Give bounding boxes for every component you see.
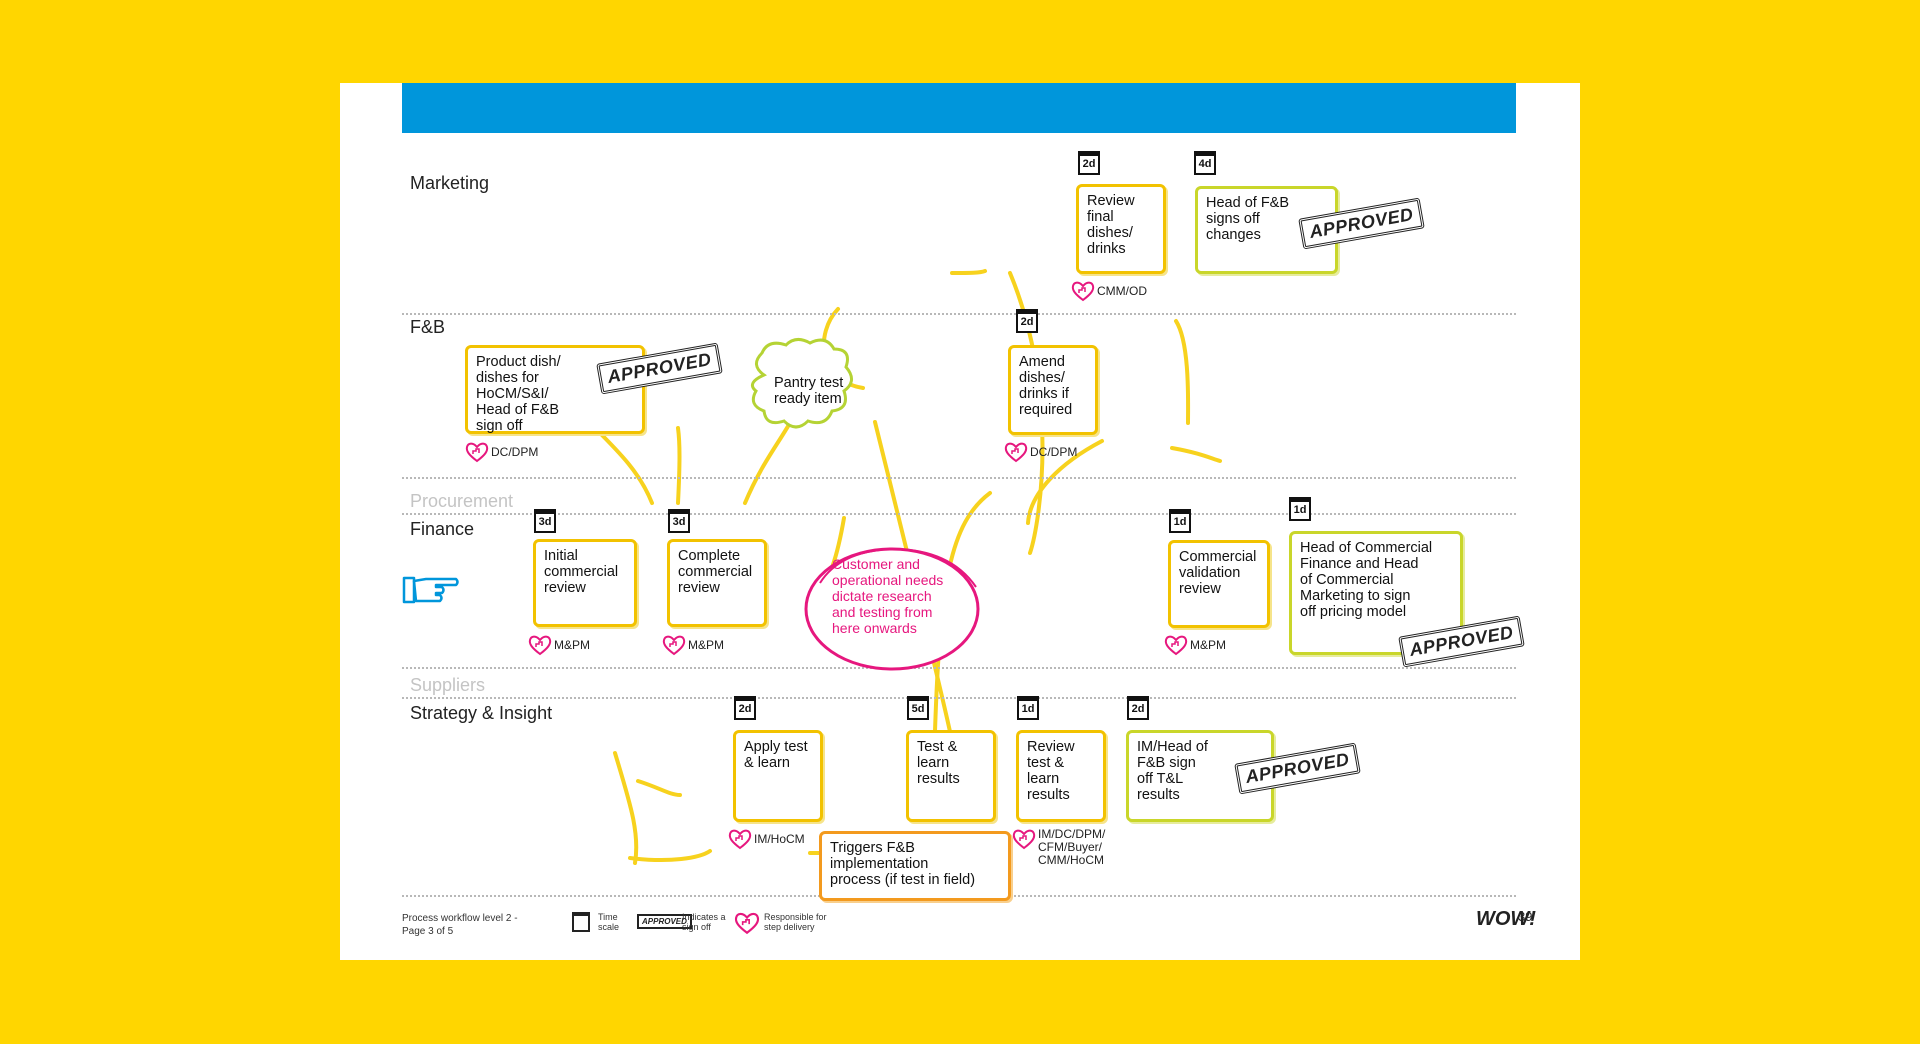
heart-icon: [728, 829, 752, 850]
time-scale-icon: 3d: [534, 509, 556, 533]
lane-label-marketing: Marketing: [410, 173, 490, 193]
cloud-shape: [750, 338, 853, 429]
heart-icon: [1004, 442, 1028, 463]
owner-label: M&PM: [1164, 634, 1226, 656]
legend-sign-off: Indicates a sign off: [682, 912, 726, 932]
time-scale-icon: 1d: [1289, 497, 1311, 521]
lane-label-fnb: F&B: [410, 317, 446, 337]
owner-label: M&PM: [662, 634, 724, 656]
step-review-final-dishes: Review final dishes/ drinks: [1076, 184, 1166, 274]
owner-text: M&PM: [688, 638, 724, 652]
owner-text: M&PM: [554, 638, 590, 652]
heart-icon: [1164, 635, 1188, 656]
heart-icon: [662, 635, 686, 656]
heart-icon: [528, 635, 552, 656]
time-scale-icon: 5d: [907, 696, 929, 720]
time-scale-icon: 2d: [1078, 151, 1100, 175]
time-scale-icon: 1d: [1169, 509, 1191, 533]
step-apply-test-learn: Apply test & learn: [733, 730, 823, 822]
owner-text: M&PM: [1190, 638, 1226, 652]
time-scale-icon: 3d: [668, 509, 690, 533]
owner-text: IM/HoCM: [754, 832, 805, 846]
heart-legend-icon: [734, 912, 760, 935]
step-triggers-fnb-implementation: Triggers F&B implementation process (if …: [819, 831, 1011, 901]
heart-icon: [1012, 829, 1036, 850]
step-initial-commercial-review: Initial commercial review: [533, 539, 637, 627]
time-scale-icon: 2d: [734, 696, 756, 720]
time-scale-legend-icon: [572, 912, 590, 932]
step-commercial-validation: Commercial validation review: [1168, 540, 1270, 628]
lane-divider: [402, 667, 1516, 669]
owner-label: IM/HoCM: [728, 828, 805, 850]
lane-divider: [402, 513, 1516, 515]
step-test-learn-results: Test & learn results: [906, 730, 996, 822]
owner-text: DC/DPM: [491, 445, 539, 459]
owner-label: CMM/OD: [1071, 280, 1147, 302]
time-scale-icon: 2d: [1016, 309, 1038, 333]
workflow-page: Marketing F&B Procurement Finance Suppli…: [340, 83, 1580, 960]
time-scale-icon: 2d: [1127, 696, 1149, 720]
time-scale-icon: 4d: [1194, 151, 1216, 175]
owner-label: M&PM: [528, 634, 590, 656]
lane-divider: [402, 477, 1516, 479]
heart-icon: [1071, 281, 1095, 302]
heart-icon: [465, 442, 489, 463]
legend-time-scale: Time scale: [598, 912, 620, 932]
owner-text: CMM/OD: [1097, 284, 1147, 298]
owner-text: DC/DPM: [1030, 445, 1078, 459]
step-amend-dishes: Amend dishes/ drinks if required: [1008, 345, 1098, 435]
time-scale-icon: 1d: [1017, 696, 1039, 720]
lane-label-suppliers: Suppliers: [410, 675, 486, 695]
customer-needs-note: Customer and operational needs dictate r…: [832, 556, 944, 636]
legend-responsible: Responsible for step delivery: [764, 912, 827, 932]
lane-divider: [402, 313, 1516, 315]
owner-label: IM/DC/DPM/ CFM/Buyer/ CMM/HoCM: [1012, 828, 1105, 867]
lane-label-strategy: Strategy & Insight: [410, 703, 553, 723]
highlight-circle: [804, 547, 980, 671]
lane-label-finance: Finance: [410, 519, 475, 539]
brand-logo: WOW!: [1476, 908, 1536, 930]
owner-text: IM/DC/DPM/ CFM/Buyer/ CMM/HoCM: [1038, 827, 1106, 867]
step-review-test-learn: Review test & learn results: [1016, 730, 1106, 822]
header-banner: [402, 83, 1516, 133]
approved-legend-icon: APPROVED: [637, 914, 692, 929]
footer-title: Process workflow level 2 - Page 3 of 5: [402, 913, 518, 937]
step-pantry-test: Pantry test ready item: [774, 375, 844, 407]
pointing-hand-icon: [402, 576, 459, 604]
lane-label-procurement: Procurement: [410, 491, 514, 511]
lane-divider: [402, 697, 1516, 699]
owner-label: DC/DPM: [465, 441, 538, 463]
step-complete-commercial-review: Complete commercial review: [667, 539, 767, 627]
owner-label: DC/DPM: [1004, 441, 1077, 463]
page-number: 39: [1518, 909, 1533, 924]
